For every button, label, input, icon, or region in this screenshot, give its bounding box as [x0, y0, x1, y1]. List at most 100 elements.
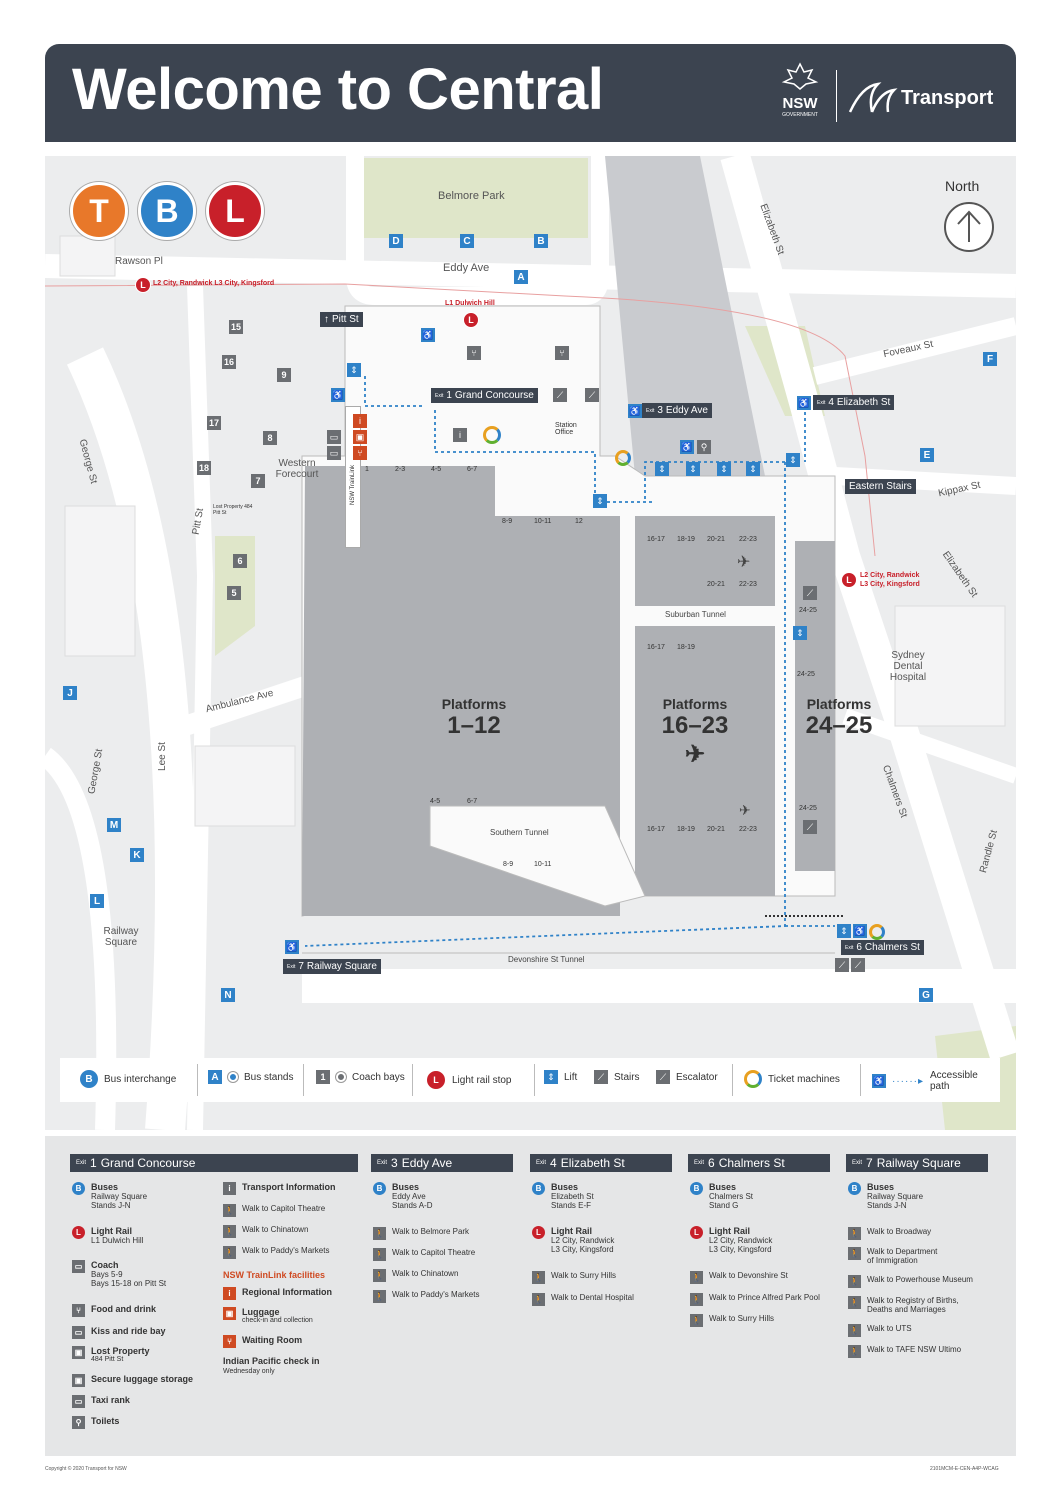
bus-stand-f[interactable]: F — [983, 352, 997, 366]
exit-pitt-st[interactable]: ↑Pitt St — [320, 312, 363, 327]
doc-code: 2101MCM-E-CEN-A4P-WCAG — [930, 1466, 999, 1472]
bus-interchange-icon: B — [80, 1070, 98, 1088]
accessible-icon: ♿ — [628, 404, 642, 418]
coach-bay-17[interactable]: 17 — [207, 416, 221, 430]
coach-bay-dot-icon — [336, 1072, 346, 1082]
legend-divider — [534, 1064, 535, 1096]
lost-property-label: Lost Property 484 Pitt St — [213, 504, 253, 516]
accessible-icon: ♿ — [285, 940, 299, 954]
bus-stand-dot-icon — [228, 1072, 238, 1082]
luggage-icon: ▣ — [72, 1374, 85, 1387]
ticket-machine-icon — [869, 924, 885, 940]
info-row: 🚶Walk to Paddy's Markets — [223, 1246, 330, 1259]
train-mode-icon: T — [70, 182, 128, 240]
coach-bay-5[interactable]: 5 — [227, 586, 241, 600]
info-row: 🚶Walk to Surry Hills — [690, 1314, 775, 1327]
ticket-machine-icon — [483, 426, 501, 444]
bus-mode-icon: B — [138, 182, 196, 240]
platform-entry-label: 20-21 — [707, 826, 725, 833]
platform-entry-label: 1 — [365, 466, 369, 473]
lightrail-chalmers-label-1: L2 City, Randwick — [860, 572, 920, 579]
luggage-icon: ▣ — [353, 430, 367, 444]
platform-entry-label: 10-11 — [534, 518, 552, 525]
legend-divider — [860, 1064, 861, 1096]
bus-icon: B — [848, 1182, 861, 1195]
lightrail-stop-chalmers[interactable]: L — [841, 572, 857, 588]
coach-bay-18[interactable]: 18 — [197, 461, 211, 475]
bus-stand-c[interactable]: C — [460, 234, 474, 248]
bus-icon: B — [72, 1182, 85, 1195]
trainlink-header: NSW TrainLink facilities — [223, 1270, 326, 1280]
info-row: 🚶Walk to Registry of Births, Deaths and … — [848, 1296, 959, 1314]
platform-entry-label: 10-11 — [534, 861, 552, 868]
lift-icon: ⇕ — [793, 626, 807, 640]
coach-bay-16[interactable]: 16 — [222, 355, 236, 369]
legend-accessible: ♿ ······▸ Accessible path — [872, 1070, 978, 1092]
coach-bay-6[interactable]: 6 — [233, 554, 247, 568]
platform-entry-label: 22-23 — [739, 826, 757, 833]
legend-escalator: ⟋Escalator — [656, 1070, 718, 1084]
bus-stand-k[interactable]: K — [130, 848, 144, 862]
station-map: T B L North Belmore Park Eddy Ave Rawson… — [45, 156, 1016, 1130]
lightrail-stop-central[interactable]: L — [463, 312, 479, 328]
bus-stand-g[interactable]: G — [919, 988, 933, 1002]
bus-stand-n[interactable]: N — [221, 988, 235, 1002]
bus-icon: B — [532, 1182, 545, 1195]
coach-bay-15[interactable]: 15 — [229, 320, 243, 334]
platform-entry-label: 12 — [575, 518, 583, 525]
waiting-room-icon: ⑂ — [223, 1335, 236, 1348]
car-icon: ▭ — [327, 446, 341, 460]
coach-bay-8[interactable]: 8 — [263, 431, 277, 445]
bus-stand-j[interactable]: J — [63, 686, 77, 700]
walk-icon: 🚶 — [848, 1324, 861, 1337]
north-arrow-icon — [944, 202, 994, 252]
lightrail-icon: L — [532, 1226, 545, 1239]
platform-entry-label: 18-19 — [677, 536, 695, 543]
walk-icon: 🚶 — [848, 1227, 861, 1240]
bus-stand-m[interactable]: M — [107, 818, 121, 832]
info-row: 🚶Walk to TAFE NSW Ultimo — [848, 1345, 962, 1358]
lift-icon: ⇕ — [686, 462, 700, 476]
bus-stand-l[interactable]: L — [90, 894, 104, 908]
taxi-icon: ▭ — [327, 430, 341, 444]
info-row: ⚲Toilets — [72, 1416, 119, 1429]
bus-stand-d[interactable]: D — [389, 234, 403, 248]
platform-entry-label: 22-23 — [739, 536, 757, 543]
stairs-icon: ⟋ — [851, 958, 865, 972]
accessible-icon: ♿ — [872, 1074, 886, 1088]
info-row: 🚶Walk to Paddy's Markets — [373, 1290, 480, 1303]
walk-icon: 🚶 — [223, 1246, 236, 1259]
platforms-16-23: Platforms 16–23 ✈ — [661, 696, 729, 768]
info-row: ▣Secure luggage storage — [72, 1374, 193, 1387]
page-title: Welcome to Central — [72, 57, 604, 122]
bus-stand-e[interactable]: E — [920, 448, 934, 462]
bus-stand-a[interactable]: A — [514, 270, 528, 284]
accessible-icon: ♿ — [853, 924, 867, 938]
accessible-icon: ♿ — [680, 440, 694, 454]
info-row: 🚶Walk to Powerhouse Museum — [848, 1275, 973, 1288]
southern-tunnel-label: Southern Tunnel — [490, 828, 549, 837]
platform-entry-label: 16-17 — [647, 536, 665, 543]
accessible-icon: ♿ — [331, 388, 345, 402]
coach-bay-7[interactable]: 7 — [251, 474, 265, 488]
escalator-icon: ⟋ — [803, 586, 817, 600]
coach-bay-9[interactable]: 9 — [277, 368, 291, 382]
legend-lift: ⇕Lift — [544, 1070, 577, 1084]
platform-entry-label: 2-3 — [395, 466, 406, 473]
nsw-logo: NSW GOVERNMENT — [778, 62, 822, 118]
info-row: 🚶Walk to Chinatown — [223, 1225, 309, 1238]
lightrail-stop-rawson[interactable]: L — [135, 277, 151, 293]
bus-stand-b[interactable]: B — [534, 234, 548, 248]
